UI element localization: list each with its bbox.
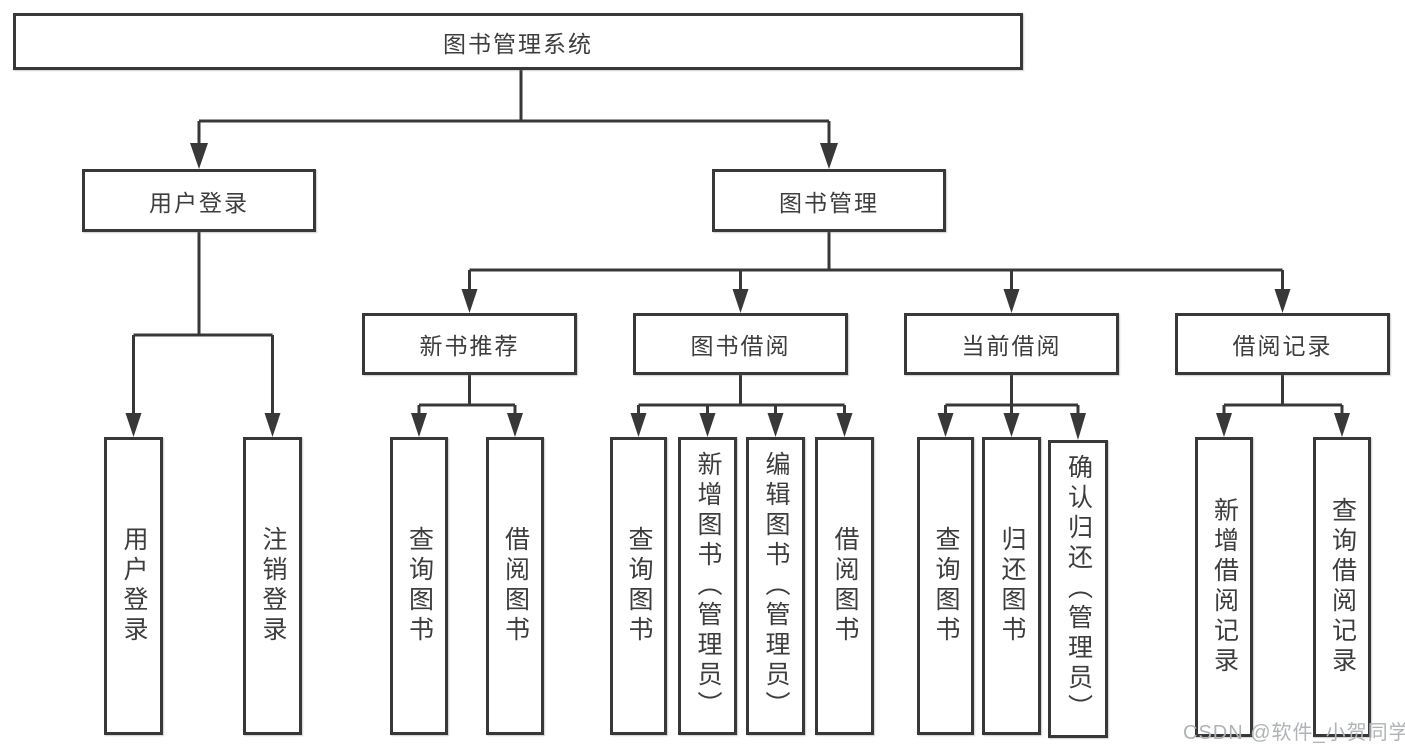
leaf-user-login: 用户登录	[104, 437, 163, 735]
arrow-leaf-br-add	[1216, 413, 1232, 437]
arrow-book-management	[820, 143, 838, 169]
node-user-login-group: 用户登录	[82, 169, 316, 232]
node-book-management: 图书管理	[712, 169, 946, 232]
arrow-leaf-bb-edit	[767, 413, 784, 437]
connector-book-borrow-group	[637, 375, 846, 418]
arrow-leaf-cb-query	[937, 413, 954, 437]
connector-new-book-group	[417, 375, 517, 418]
arrowheads	[125, 143, 1350, 440]
connector-book-management-group	[468, 232, 1284, 292]
leaf-borrow-borrow-books: 借阅图书	[815, 437, 874, 735]
leaf-newbook-borrow-books: 借阅图书	[486, 437, 544, 735]
leaf-records-query-record: 查询借阅记录	[1313, 437, 1371, 737]
leaf-records-add-record: 新增借阅记录	[1195, 437, 1253, 737]
arrow-leaf-cb-confirm	[1070, 413, 1086, 440]
arrow-book-borrow	[732, 289, 749, 313]
leaf-current-confirm-return-admin: 确认归还（管理员）	[1048, 440, 1108, 738]
arrow-leaf-br-query	[1334, 413, 1350, 437]
node-borrowing-records: 借阅记录	[1175, 313, 1390, 375]
arrow-new-book	[461, 289, 478, 313]
leaf-borrow-edit-book-admin: 编辑图书（管理员）	[746, 437, 805, 735]
arrow-leaf-user-login	[125, 413, 142, 437]
arrow-current-borrow	[1003, 289, 1020, 313]
arrow-leaf-cb-return	[1003, 413, 1020, 437]
leaf-borrow-add-book-admin: 新增图书（管理员）	[678, 437, 737, 735]
leaf-borrow-query-books: 查询图书	[610, 437, 667, 735]
watermark: CSDN @软件_小贺同学	[1183, 722, 1405, 744]
arrow-leaf-bb-query	[630, 413, 647, 437]
arrow-leaf-bb-add	[699, 413, 716, 437]
node-new-book-recommendation: 新书推荐	[362, 313, 577, 375]
node-book-borrowing: 图书借阅	[633, 313, 848, 375]
connector-root-to-level2	[197, 70, 831, 146]
node-current-borrowing: 当前借阅	[904, 313, 1119, 375]
leaf-current-query-books: 查询图书	[917, 437, 974, 735]
node-root: 图书管理系统	[13, 13, 1023, 70]
connector-current-borrow-group	[944, 375, 1080, 418]
connector-borrow-record-group	[1222, 375, 1344, 418]
arrow-user-login	[190, 143, 208, 169]
arrow-leaf-logout	[264, 413, 281, 437]
arrow-leaf-nb-query	[411, 413, 427, 437]
leaf-newbook-query-books: 查询图书	[390, 437, 448, 735]
arrow-leaf-nb-borrow	[507, 413, 523, 437]
connector-user-login-group	[132, 232, 274, 418]
arrow-leaf-bb-borrow	[836, 413, 853, 437]
leaf-current-return-books: 归还图书	[982, 437, 1041, 735]
leaf-logout: 注销登录	[243, 437, 302, 735]
arrow-borrow-record	[1274, 289, 1291, 313]
